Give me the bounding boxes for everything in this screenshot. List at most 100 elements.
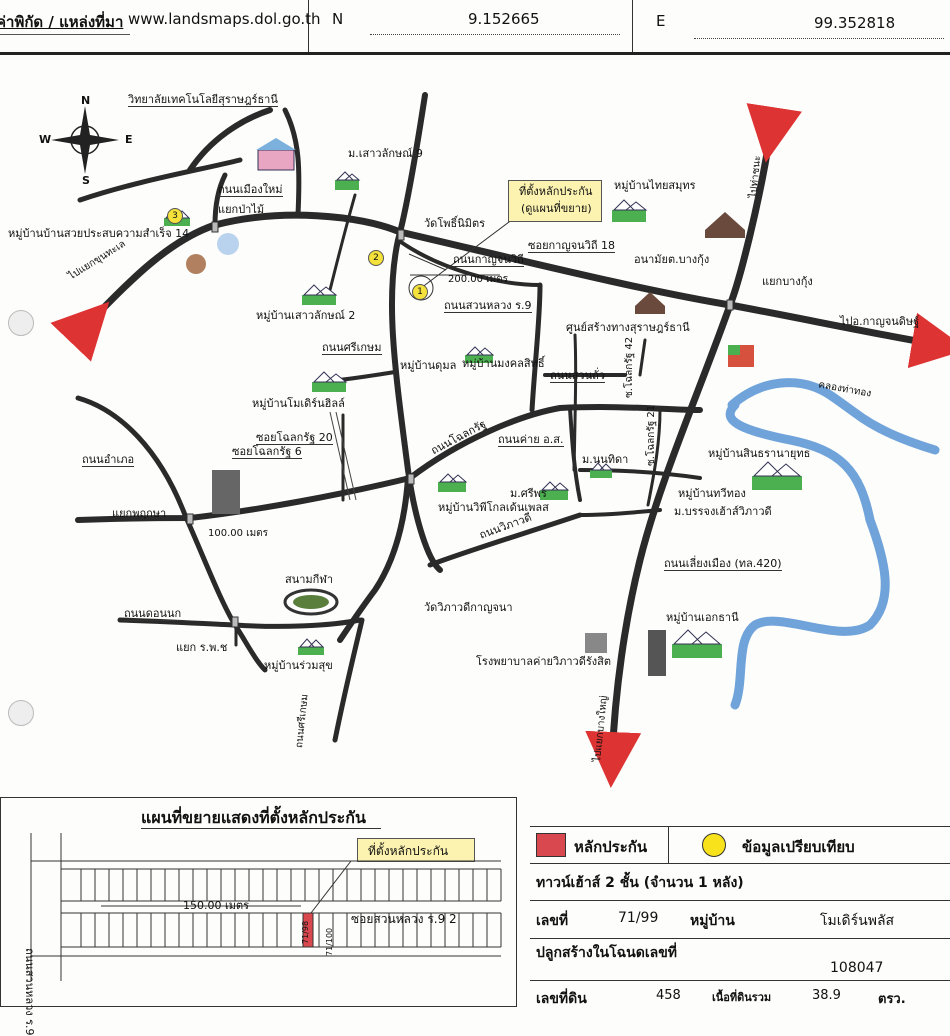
compass-e: E [125, 133, 133, 146]
inset-dist-150: 150.00 เมตร [183, 899, 250, 912]
legend-comparison: ข้อมูลเปรียบเทียบ [742, 838, 855, 856]
label-kanchanawithi-rd: ถนนกาญจนวิถี [453, 253, 524, 267]
road-network [50, 92, 950, 788]
inset-collateral-callout: ที่ตั้งหลักประกัน [357, 838, 475, 862]
inset-lot-b: 71/100 [325, 927, 334, 956]
legend-deed-row: ปลูกสร้างในโฉนดเลขที่ 108047 [530, 938, 950, 981]
compass-w: W [39, 133, 52, 146]
chol-rat-road [407, 404, 703, 481]
label-yaek-pa-mai: แยกป่าไม้ [218, 203, 265, 216]
label-m-sriphon: ม.ศรีพร [510, 487, 547, 500]
land-no-label: เลขที่ดิน [536, 991, 587, 1007]
label-soi-kanchana-18: ซอยกาญจนวิถี 18 [528, 239, 616, 253]
property-type: ทาวน์เฮ้าส์ 2 ชั้น (จำนวน 1 หลัง) [536, 875, 744, 891]
callout-line-2: (ดูแผนที่ขยาย) [521, 202, 592, 215]
east-cell: E 99.352818 [632, 0, 950, 52]
area-label: เนื้อที่ดินรวม [712, 991, 772, 1004]
village-label: หมู่บ้าน [690, 913, 735, 929]
punch-hole-bottom [8, 700, 34, 726]
liang-muang-road [585, 103, 802, 788]
label-sri-kasem-rd: ถนนศรีเกษม [322, 341, 382, 355]
deed-label: ปลูกสร้างในโฉนดเลขที่ [536, 945, 677, 961]
source-cell: ค่าพิกัด / แหล่งที่มา www.landsmaps.dol.… [0, 0, 321, 52]
area-unit: ตรว. [878, 992, 906, 1007]
east-label: E [656, 12, 666, 30]
compass-s: S [82, 174, 90, 187]
badge-2: 2 [368, 250, 384, 266]
inset-lot-a: 71/98 [301, 920, 310, 944]
label-college: วิทยาลัยเทคโนโลยีสุราษฎร์ธานี [128, 93, 278, 107]
compass-n: N [81, 94, 91, 107]
label-amphawa-rd: ถนนอำเภอ [82, 453, 135, 467]
label-construction-center: ศูนย์สร้างทางสุราษฎร์ธานี [566, 321, 690, 334]
callout-line-1: ที่ตั้งหลักประกัน [519, 185, 593, 198]
house-no-label: เลขที่ [536, 913, 569, 929]
label-soi-chol-6: ซอยโฉลกรัฐ 6 [232, 445, 302, 459]
inset-title: แผนที่ขยายแสดงที่ตั้งหลักประกัน [141, 808, 366, 827]
label-camp-rd: ถนนค่าย อ.ส. [498, 433, 564, 447]
badge-3: 3 [167, 208, 183, 224]
inset-road-vertical: ถนนสวนหลวง ร.9 [23, 948, 36, 1036]
label-sao-lak-9: ม.เสาวลักษณ์ 9 [348, 147, 423, 160]
label-suan-luang-rd: ถนนสวนหลวง ร.9 [444, 299, 532, 313]
phruksa-road [75, 475, 413, 523]
label-stadium: สนามกีฬา [285, 573, 334, 586]
label-m-nanthida: ม.นนทิดา [582, 453, 629, 466]
inset-collateral-label: ที่ตั้งหลักประกัน [368, 844, 449, 858]
label-sinthara: หมู่บ้านสินธรานายุทธ [708, 447, 811, 460]
legend-panel: หลักประกัน ข้อมูลเปรียบเทียบ ทาวน์เฮ้าส์… [530, 826, 950, 1009]
coordinate-header: ค่าพิกัด / แหล่งที่มา www.landsmaps.dol.… [0, 0, 950, 55]
label-ruam-suk: หมู่บ้านร่วมสุข [264, 659, 333, 672]
village: โมเดิร์นพลัส [820, 913, 895, 929]
location-map: N S W E วิทยาลัยเทคโนโลยีสุราษฎร์ธานี ถน… [0, 52, 950, 797]
label-mongkol-sit: หมู่บ้านมงคลสิทธิ์ [462, 357, 545, 370]
house-no: 71/99 [618, 910, 659, 926]
label-wat-wiphawadi: วัดวิภาวดีกาญจนา [424, 601, 513, 614]
label-suan-thua-rd: ถนนสวนถั่ว [550, 369, 605, 383]
label-soi-chol-42: ซ.โฉลกรัฐ 42 [624, 336, 635, 398]
compass-rose [51, 106, 119, 174]
land-no: 458 [656, 988, 681, 1003]
river [725, 378, 940, 710]
label-yaek-phruksa: แยกพฤกษา [112, 507, 167, 520]
north-cell: N 9.152665 [308, 0, 633, 52]
label-camp-hospital: โรงพยาบาลค่ายวิภาวดีรังสิต [476, 655, 612, 668]
inset-soi-label: ซอยสวนหลวง ร.9 2 [351, 912, 457, 926]
label-m-bunjong: ม.บรรจงเฮ้าส์วิภาวดี [674, 505, 772, 518]
wiphawadi-road [427, 512, 583, 568]
label-anamai: อนามัยต.บางกุ้ง [634, 253, 710, 266]
inset-lots [30, 833, 502, 981]
label-dist-100: 100.00 เมตร [208, 528, 269, 539]
badge-1: 1 [412, 284, 428, 300]
coord-label: ค่าพิกัด / แหล่งที่มา [0, 13, 124, 31]
label-ek-thani: หมู่บ้านเอกธานี [666, 611, 739, 624]
inset-map: แผนที่ขยายแสดงที่ตั้งหลักประกัน ที่ตั้งห… [0, 797, 517, 1036]
label-dist-200: 200.00 เมตร [448, 274, 509, 285]
label-sao-lak-2: หมู่บ้านเสาวลักษณ์ 2 [256, 309, 356, 322]
north-label: N [332, 10, 344, 28]
comparison-swatch [702, 833, 726, 857]
label-yaek-ror-phor: แยก ร.พ.ช [176, 641, 228, 654]
village-icons [164, 171, 802, 658]
label-modern-hills: หมู่บ้านโมเดิร์นฮิลล์ [252, 397, 345, 410]
deed-no: 108047 [830, 960, 884, 976]
label-muang-mai-rd: ถนนเมืองใหม่ [218, 183, 283, 197]
punch-hole-top [8, 310, 34, 336]
area: 38.9 [812, 988, 841, 1003]
source-url: www.landsmaps.dol.go.th [128, 10, 321, 28]
collateral-swatch [536, 833, 566, 857]
label-suay-village: หมู่บ้านบ้านสวยประสบความสำเร็จ 14 [8, 227, 190, 240]
legend-key-row: หลักประกัน ข้อมูลเปรียบเทียบ [530, 826, 950, 864]
legend-collateral: หลักประกัน [574, 838, 648, 856]
label-to-kanchanadit: ไปอ.กาญจนดิษฐ์ [840, 315, 920, 328]
legend-house-row: เลขที่ 71/99 หมู่บ้าน โมเดิร์นพลัส [530, 900, 950, 939]
legend-type-row: ทาวน์เฮ้าส์ 2 ชั้น (จำนวน 1 หลัง) [530, 862, 950, 901]
east-value: 99.352818 [814, 14, 896, 32]
label-wiphaphon: หมู่บ้านวิพีโกลเด้นเพลส [438, 501, 549, 514]
label-don-nok-rd: ถนนดอนนก [124, 607, 182, 621]
label-soi-chol-20: ซอยโฉลกรัฐ 20 [256, 431, 333, 445]
suan-luang-road [388, 92, 443, 573]
label-ban-dumal: หมู่บ้านดุมล [400, 359, 457, 372]
label-wat-pho: วัดโพธิ์นิมิตร [424, 217, 486, 230]
label-yaek-bang-kung: แยกบางกุ้ง [762, 275, 813, 288]
